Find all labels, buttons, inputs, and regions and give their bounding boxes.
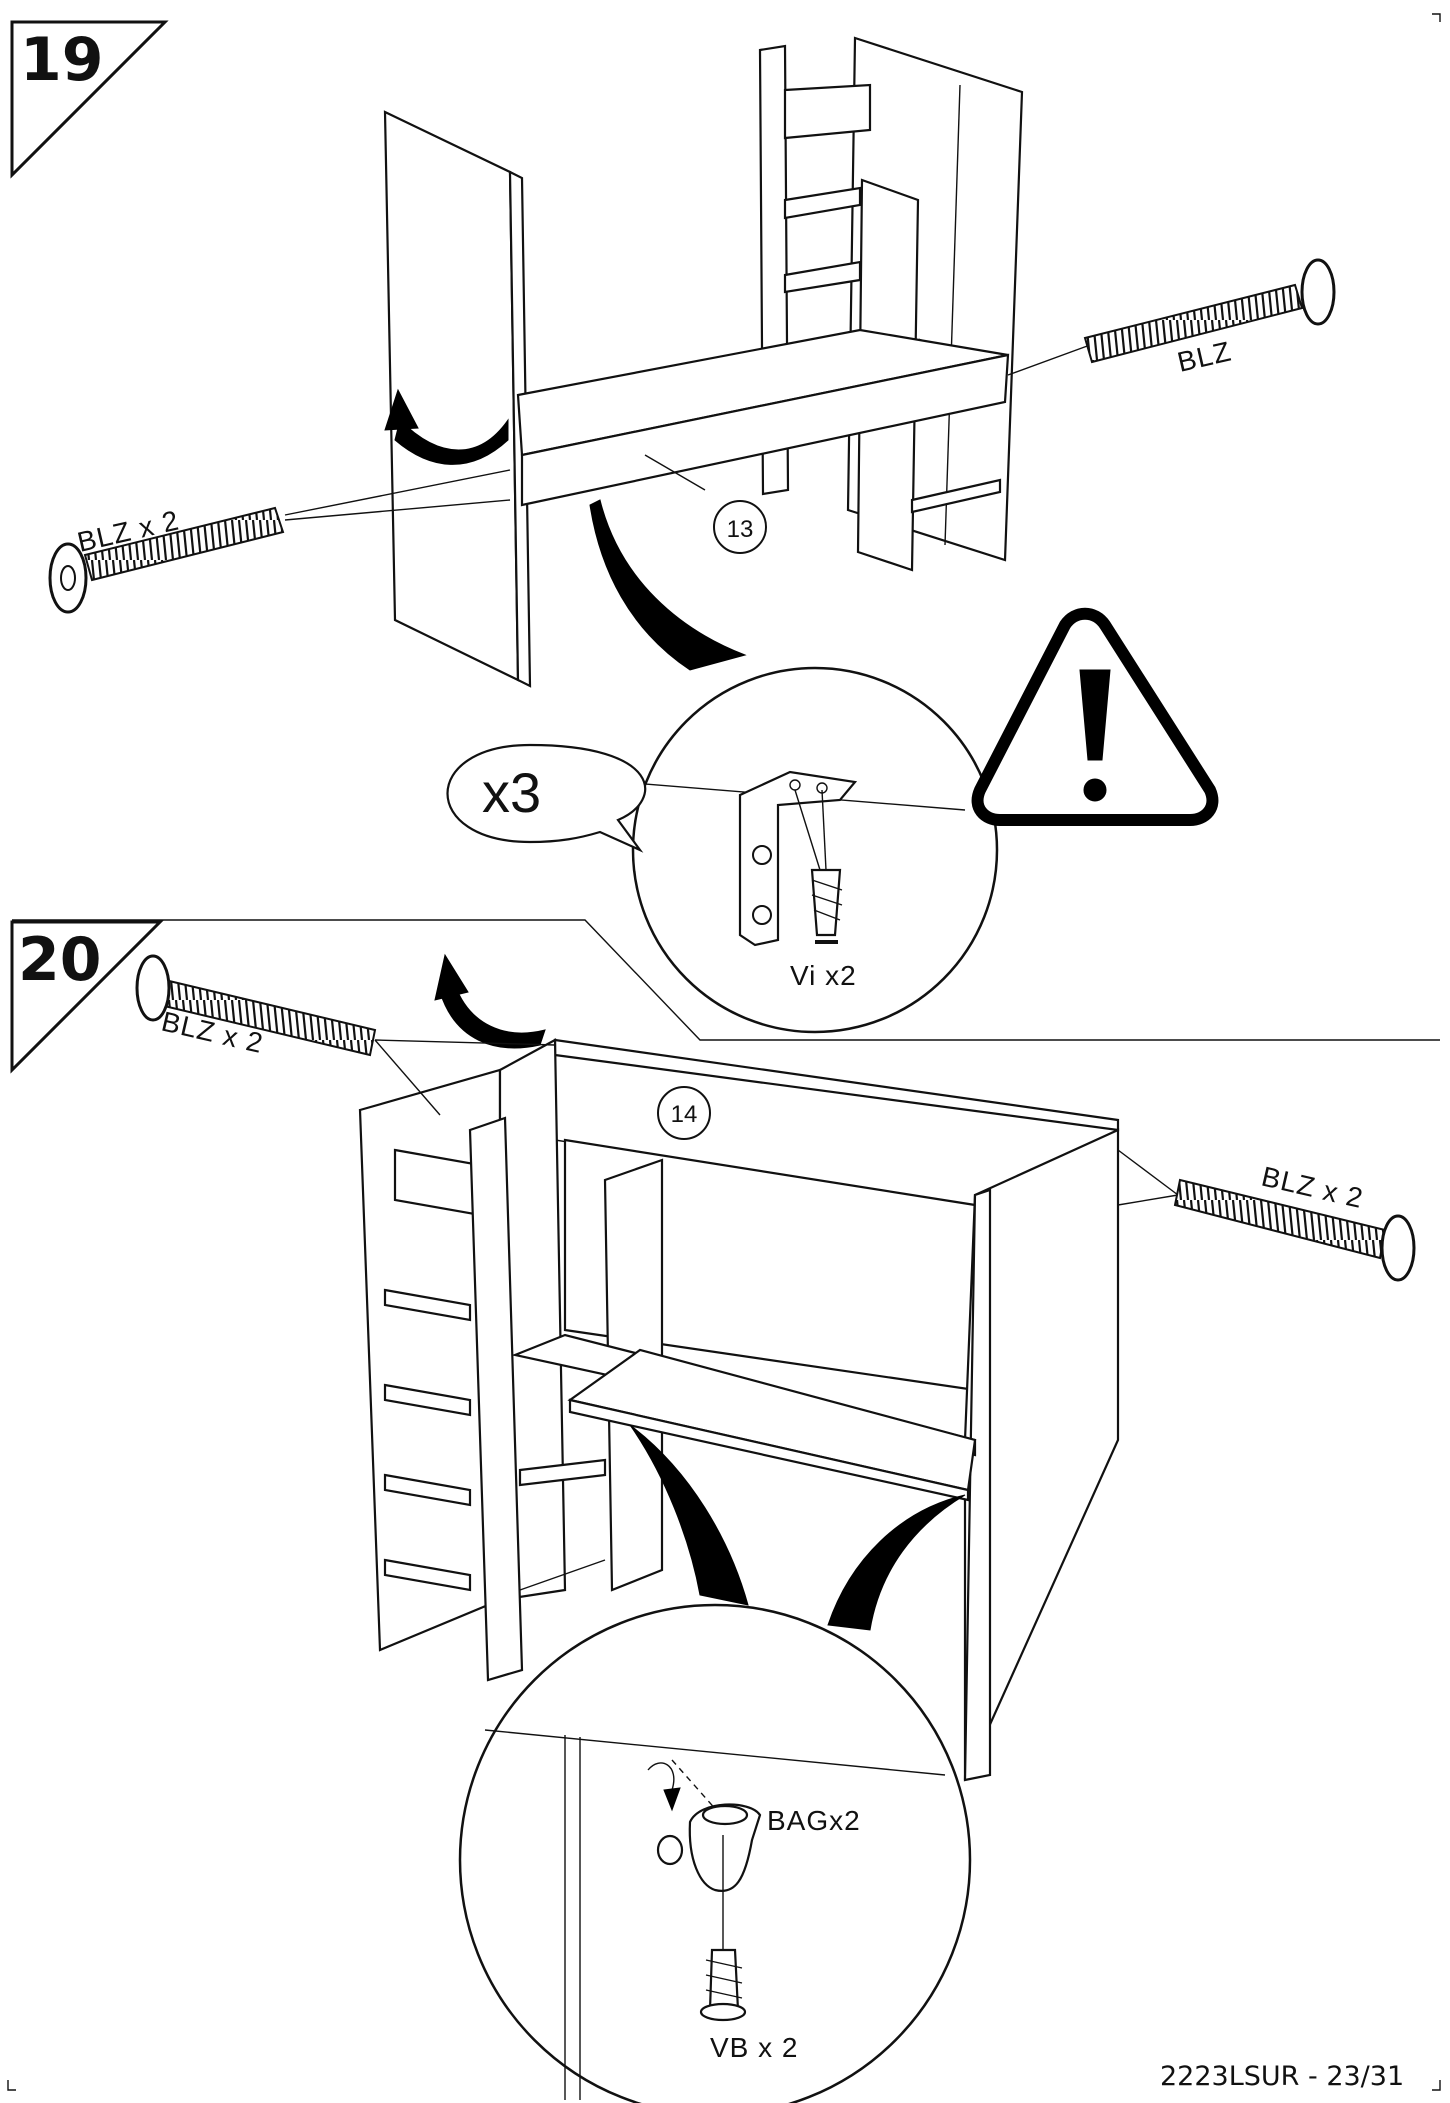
screw-icon [794, 789, 843, 944]
screw-label: VB x 2 [710, 2032, 798, 2063]
detail-arrow [629, 1424, 966, 1631]
rotate-arrow-icon [384, 388, 509, 465]
detail-circle-bracket: Vi x2 [619, 666, 999, 1034]
detail-arrow [589, 499, 747, 671]
step-number-badge: 20 [10, 920, 164, 1074]
screw-label: Vi x2 [790, 960, 857, 991]
step-19: 19 13 [10, 20, 1336, 1034]
part-label-14: 14 [657, 1086, 711, 1140]
svg-text:14: 14 [671, 1101, 698, 1128]
bed-frame [358, 1038, 1120, 1782]
warning-icon [971, 607, 1219, 826]
screw-icon [699, 1835, 747, 2022]
svg-text:x3: x3 [482, 761, 541, 824]
bolt-icon [1117, 1149, 1416, 1282]
bolt-label-right: BLZ [1174, 335, 1234, 377]
bolt-icon [1007, 258, 1336, 376]
bracket-label: BAGx2 [767, 1805, 861, 1836]
detail-circle-bracket: BAGx2 VB x 2 [458, 1603, 972, 2103]
svg-text:13: 13 [727, 516, 754, 543]
rear-ladder-panel [758, 36, 1024, 572]
bolt-icon [48, 469, 511, 614]
crop-marks [7, 13, 1441, 2091]
bolt-icon [135, 954, 556, 1116]
page-code: 2223LSUR - 23/31 [1160, 2061, 1404, 2092]
bracket-icon [738, 770, 858, 947]
step-number: 20 [18, 925, 102, 995]
rotate-arrow-icon [434, 953, 546, 1049]
side-panel-left [383, 110, 532, 688]
step-number-badge: 19 [10, 20, 169, 179]
step-number: 19 [20, 25, 104, 95]
bracket-icon [656, 1803, 762, 1893]
quantity-callout: x3 [446, 743, 647, 853]
part-label-13: 13 [713, 500, 767, 554]
step-20: 20 [10, 919, 1440, 2103]
front-beam [516, 328, 1010, 507]
